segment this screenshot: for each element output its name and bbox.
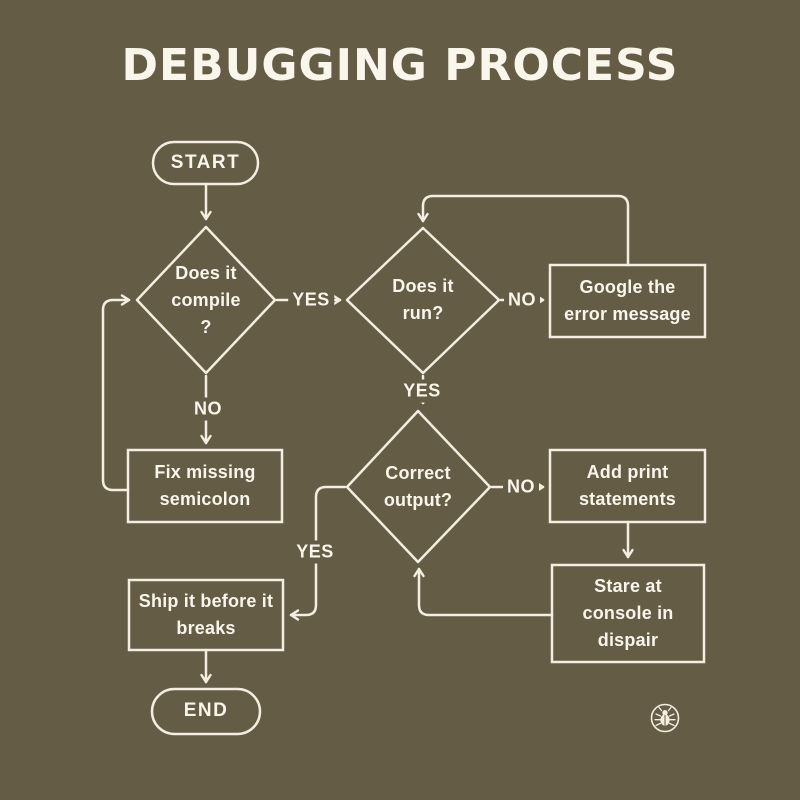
end-terminator-shape	[150, 687, 262, 736]
ship-node-label: Ship it before it breaks	[138, 591, 274, 638]
flow-edges	[101, 182, 634, 684]
bug-icon	[650, 703, 680, 733]
addprint-process-shape	[548, 448, 707, 524]
edge-stare-loop-to-correct	[413, 567, 554, 617]
edge-label-run-no: NO	[504, 288, 540, 312]
ship-process-shape	[127, 578, 285, 652]
compile-decision-shape	[135, 225, 277, 375]
edge-label-correct-yes: YES	[292, 540, 338, 564]
edge-label-compile-no: NO	[190, 397, 226, 421]
google-process-shape	[548, 263, 707, 339]
edge-label-compile-yes: YES	[288, 288, 334, 312]
addprint-node-label: Add print statements	[578, 462, 677, 509]
page-title: DEBUGGING PROCESS	[121, 40, 679, 91]
compile-node-label: Does it compile ?	[171, 262, 241, 337]
edge-google-loop-to-run	[417, 194, 630, 267]
end-node-label: END	[183, 700, 229, 722]
edge-label-run-yes: YES	[399, 379, 445, 403]
start-node-label: START	[170, 151, 241, 173]
start-terminator-shape	[151, 140, 260, 186]
correct-decision-shape	[345, 409, 492, 564]
fix-node-label: Fix missing semicolon	[154, 462, 256, 509]
run-node-label: Does it run?	[392, 276, 454, 323]
edge-label-correct-no: NO	[503, 475, 539, 499]
edge-fix-loop-to-compile	[101, 294, 131, 492]
fix-process-shape	[126, 448, 284, 524]
run-decision-shape	[345, 226, 501, 375]
stare-node-label: Stare at console in dispair	[582, 576, 674, 650]
google-node-label: Google the error message	[564, 277, 691, 324]
stare-process-shape	[550, 563, 706, 664]
correct-node-label: Correct output?	[383, 463, 453, 510]
